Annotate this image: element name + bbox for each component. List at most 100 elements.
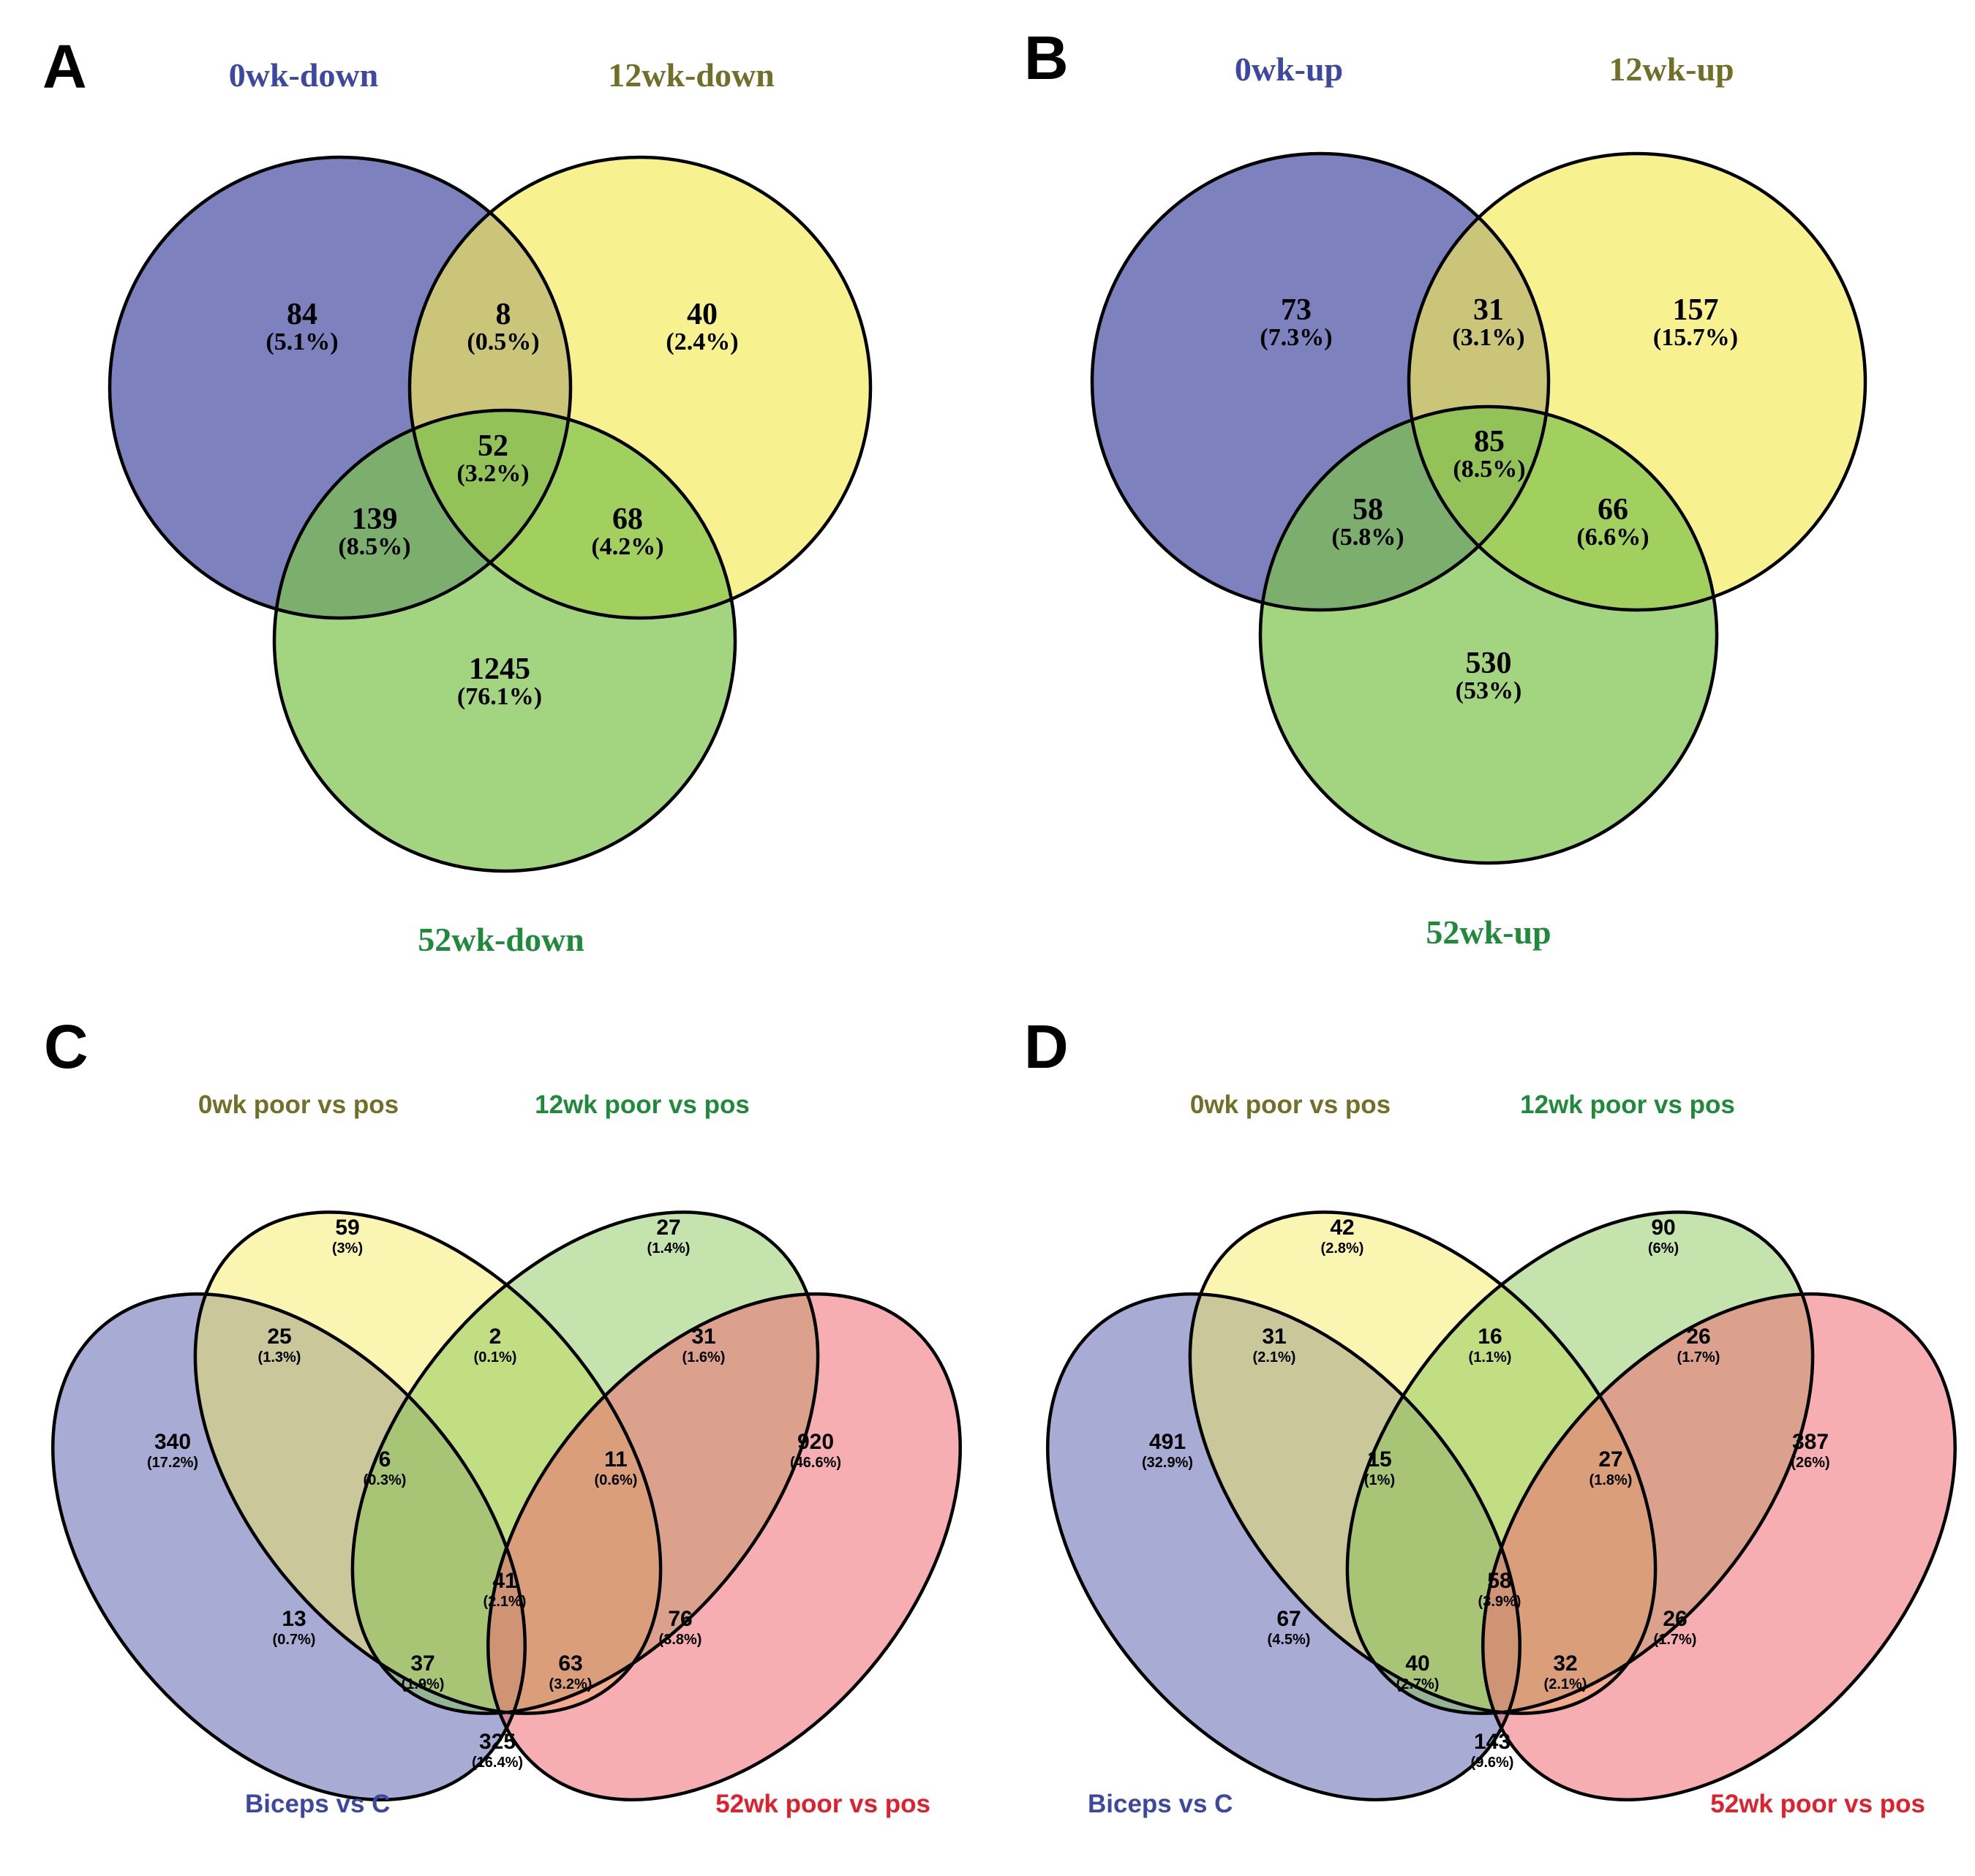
- region-count: 31: [1473, 293, 1504, 327]
- region-percent: (9.6%): [1471, 1755, 1514, 1771]
- set-circle-outline: [1258, 404, 1719, 865]
- region-count: 6: [379, 1447, 391, 1472]
- region-count: 66: [1598, 493, 1628, 527]
- region-percent: (2.1%): [484, 1594, 527, 1610]
- set-ellipse-outline: [350, 1210, 820, 1715]
- region-percent: (8.5%): [1453, 456, 1525, 483]
- region-percent: (1.7%): [1654, 1632, 1697, 1648]
- set-label: 52wk-up: [1426, 913, 1551, 951]
- region-percent: (1.1%): [1469, 1349, 1512, 1365]
- set-circle-outline: [407, 155, 873, 620]
- region-count: 325: [479, 1730, 516, 1754]
- region-count: 8: [496, 298, 511, 331]
- region-count: 32: [1553, 1651, 1577, 1676]
- region-percent: (1%): [1364, 1472, 1395, 1488]
- set-label: 52wk poor vs pos: [1710, 1790, 1925, 1818]
- region-count: 143: [1474, 1730, 1511, 1754]
- region-percent: (6%): [1648, 1240, 1679, 1257]
- region-count: 76: [668, 1607, 692, 1631]
- region-count: 16: [1478, 1325, 1502, 1349]
- region-percent: (16.4%): [472, 1755, 523, 1771]
- region-percent: (4.5%): [1268, 1632, 1311, 1648]
- region-count: 42: [1330, 1216, 1354, 1240]
- region-percent: (3.1%): [1452, 324, 1524, 351]
- region-percent: (0.5%): [467, 328, 539, 355]
- region-count: 491: [1149, 1430, 1186, 1454]
- region-count: 59: [335, 1216, 359, 1240]
- region-count: 67: [1276, 1607, 1301, 1631]
- region-percent: (5.1%): [266, 328, 338, 355]
- region-percent: (5.8%): [1331, 524, 1404, 551]
- region-percent: (2.8%): [1321, 1240, 1364, 1257]
- region-count: 27: [656, 1216, 680, 1240]
- region-count: 31: [691, 1325, 715, 1349]
- region-count: 73: [1281, 293, 1312, 327]
- region-count: 157: [1673, 293, 1719, 327]
- region-percent: (1.8%): [1590, 1472, 1633, 1488]
- region-count: 58: [1487, 1569, 1511, 1593]
- region-count: 40: [687, 298, 718, 331]
- region-percent: (2.7%): [1396, 1676, 1440, 1692]
- set-ellipse-outline: [1188, 1210, 1658, 1715]
- region-count: 15: [1367, 1447, 1391, 1472]
- set-ellipse-fill: [1483, 1294, 1955, 1800]
- region-count: 1245: [469, 652, 530, 686]
- region-count: 27: [1598, 1447, 1622, 1472]
- region-percent: (1.7%): [1677, 1349, 1720, 1365]
- set-label: 12wk poor vs pos: [535, 1090, 750, 1119]
- region-count: 90: [1651, 1216, 1675, 1240]
- panel-letter: A: [42, 32, 87, 101]
- set-circle-outline: [108, 155, 573, 620]
- region-count: 37: [410, 1651, 434, 1676]
- region-count: 11: [604, 1447, 628, 1472]
- set-label: Biceps vs C: [1088, 1790, 1233, 1818]
- set-label: 12wk-down: [608, 56, 775, 94]
- region-percent: (26%): [1791, 1455, 1829, 1471]
- set-ellipse-fill: [488, 1294, 960, 1800]
- region-count: 13: [282, 1607, 306, 1631]
- set-label: 0wk poor vs pos: [1190, 1090, 1391, 1119]
- region-count: 63: [558, 1651, 582, 1676]
- region-count: 31: [1262, 1325, 1286, 1349]
- region-count: 52: [478, 429, 508, 463]
- region-percent: (53%): [1456, 677, 1522, 704]
- region-percent: (3.2%): [456, 460, 529, 487]
- region-percent: (2.1%): [1253, 1349, 1296, 1365]
- set-circle-outline: [1090, 151, 1551, 612]
- set-ellipse-outline: [1046, 1292, 1521, 1801]
- region-percent: (3.9%): [1478, 1594, 1521, 1610]
- set-label: 12wk-up: [1609, 50, 1734, 88]
- panel-letter: D: [1024, 1012, 1069, 1081]
- region-count: 26: [1663, 1607, 1687, 1631]
- region-percent: (0.3%): [364, 1472, 407, 1488]
- region-percent: (2.4%): [666, 328, 738, 355]
- region-percent: (1.9%): [402, 1676, 445, 1692]
- region-count: 41: [492, 1569, 516, 1593]
- region-percent: (1.6%): [682, 1349, 726, 1365]
- region-count: 68: [612, 502, 643, 536]
- region-count: 25: [267, 1325, 291, 1349]
- region-percent: (76.1%): [457, 683, 542, 710]
- region-percent: (32.9%): [1142, 1455, 1193, 1471]
- region-percent: (0.7%): [273, 1632, 316, 1648]
- region-percent: (8.5%): [338, 533, 410, 560]
- region-percent: (46.6%): [790, 1455, 841, 1471]
- set-ellipse-outline: [51, 1292, 527, 1801]
- region-count: 920: [797, 1430, 834, 1454]
- region-percent: (1.4%): [647, 1240, 691, 1257]
- region-percent: (3.8%): [659, 1632, 702, 1648]
- region-count: 387: [1792, 1430, 1829, 1454]
- region-percent: (0.6%): [595, 1472, 638, 1488]
- region-count: 139: [352, 502, 398, 536]
- set-label: 52wk-down: [418, 921, 584, 958]
- region-percent: (4.2%): [591, 533, 663, 560]
- set-ellipse-fill: [1047, 1294, 1520, 1800]
- set-ellipse-outline: [1481, 1292, 1957, 1801]
- set-label: 0wk poor vs pos: [198, 1090, 399, 1119]
- region-count: 26: [1686, 1325, 1710, 1349]
- region-count: 84: [287, 298, 317, 331]
